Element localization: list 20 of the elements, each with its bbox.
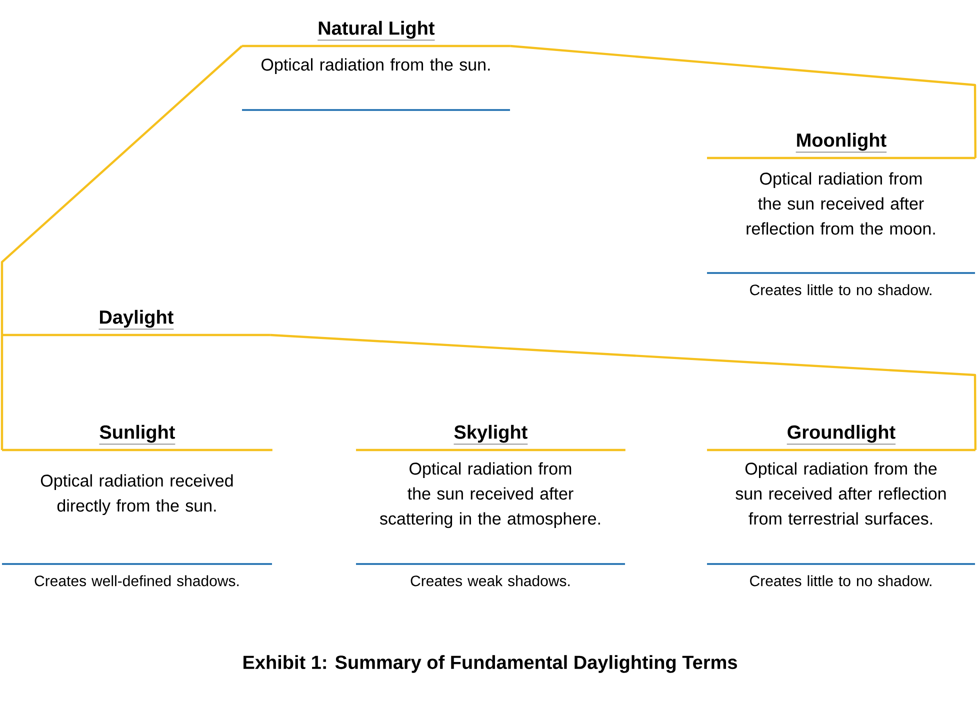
note-text: Creates little to no shadow. [750,575,932,586]
note-text: Creates well-defined shadows. [34,575,239,586]
connector-line [510,44,976,158]
connector-line [270,334,976,450]
connector-line [0,335,4,450]
description-text: Optical radiation from the sun received after reflection from terrestrial surfaces. [736,462,946,525]
description-text: Optical radiation received directly from the sun. [40,474,233,516]
note-text: Creates little to no shadow. [750,284,932,296]
description-text: Optical radiation from the sun received after reflection from the moon. [746,172,935,235]
heading: Sunlight [99,424,176,444]
heading: Daylight [98,310,174,330]
heading: Skylight [454,424,528,444]
caption: Exhibit 1: Summary of Fundamental Daylighting Terms [244,655,737,673]
note-text: Creates weak shadows. [410,575,570,586]
heading: Natural Light [317,20,435,40]
heading: Moonlight [796,132,887,152]
description-text: Optical radiation from the sun received after scattering in the atmosphere. [380,462,600,528]
connector-line [0,45,243,335]
description-text: Optical radiation from the sun. [262,58,490,74]
heading: Groundlight [786,424,896,444]
